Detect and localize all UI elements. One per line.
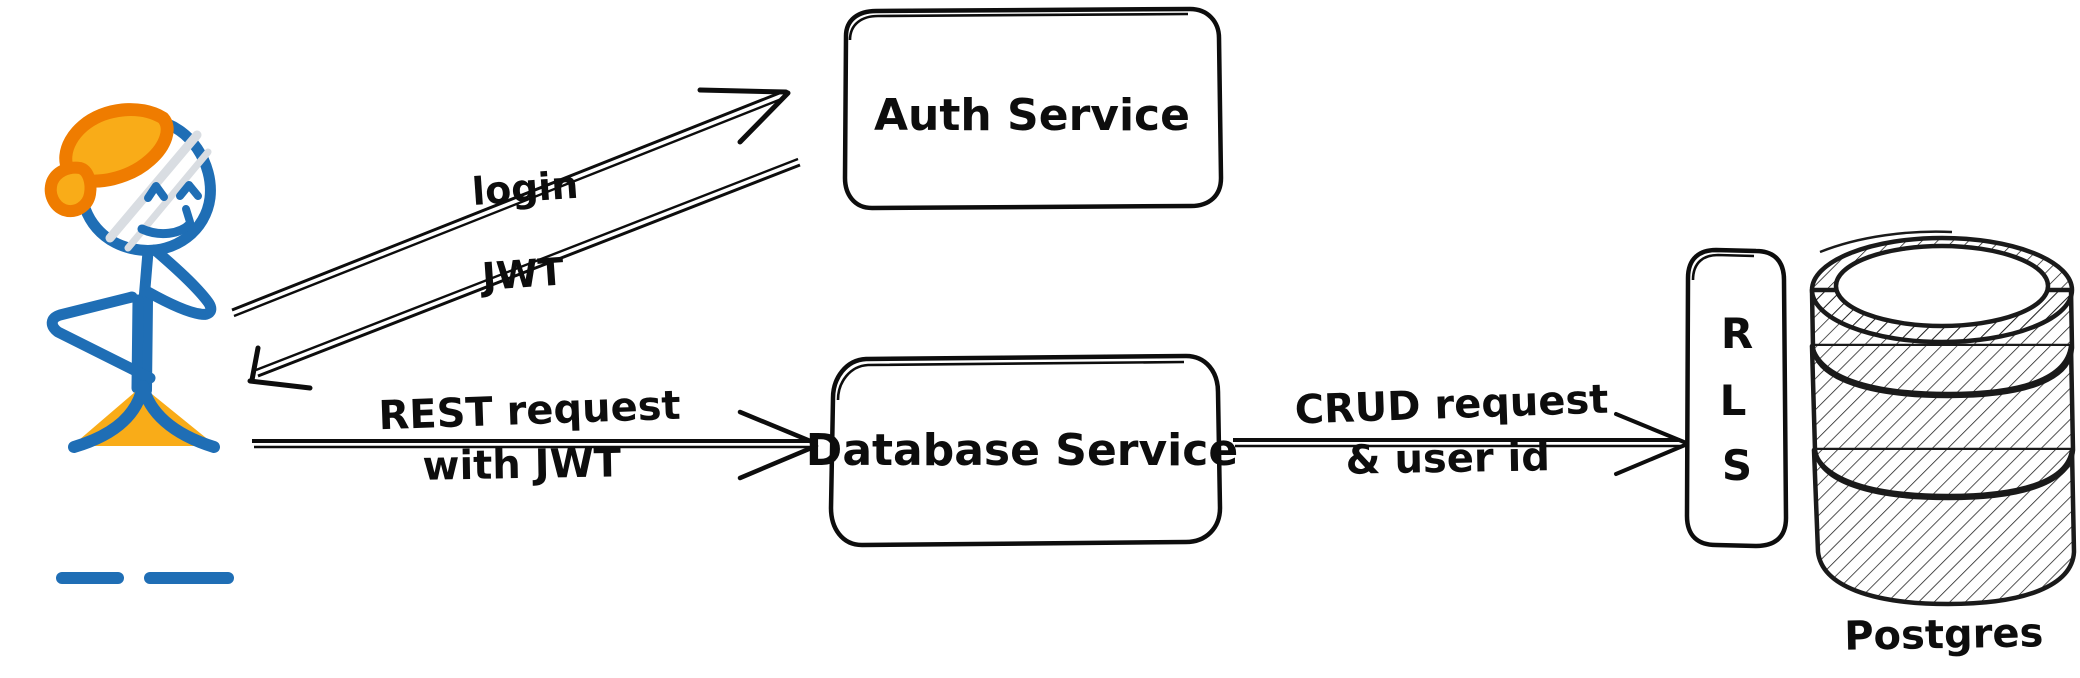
edge-rest-request-label-line2: with JWT [422, 440, 622, 489]
edge-login-label: login [471, 163, 580, 214]
node-rls-letter-r: R [1721, 309, 1753, 358]
edge-rest-request-label-line1: REST request [378, 383, 682, 440]
figure-hat [44, 103, 174, 217]
user-stick-figure [44, 103, 234, 584]
node-rls[interactable]: R L S [1684, 247, 1789, 549]
node-database-service-label: Database Service [806, 425, 1238, 476]
node-auth-service[interactable]: Auth Service [842, 6, 1224, 211]
node-rls-letter-l: L [1720, 376, 1747, 425]
node-database-service[interactable]: Database Service [806, 353, 1238, 548]
edge-login [231, 87, 791, 318]
edge-rest-request [252, 409, 819, 481]
node-rls-letter-s: S [1722, 441, 1752, 490]
node-postgres-label: Postgres [1844, 610, 2044, 659]
node-postgres-cylinder[interactable] [1809, 230, 2077, 607]
edge-crud-request-label-line2: & user id [1345, 434, 1550, 484]
edge-jwt-label: JWT [478, 249, 566, 299]
edge-jwt [247, 157, 801, 391]
figure-skirt [68, 380, 220, 453]
edge-crud-request [1233, 412, 1687, 476]
figure-arms [46, 244, 217, 384]
edge-crud-request-label-line1: CRUD request [1294, 377, 1609, 434]
node-auth-service-label: Auth Service [874, 90, 1190, 141]
